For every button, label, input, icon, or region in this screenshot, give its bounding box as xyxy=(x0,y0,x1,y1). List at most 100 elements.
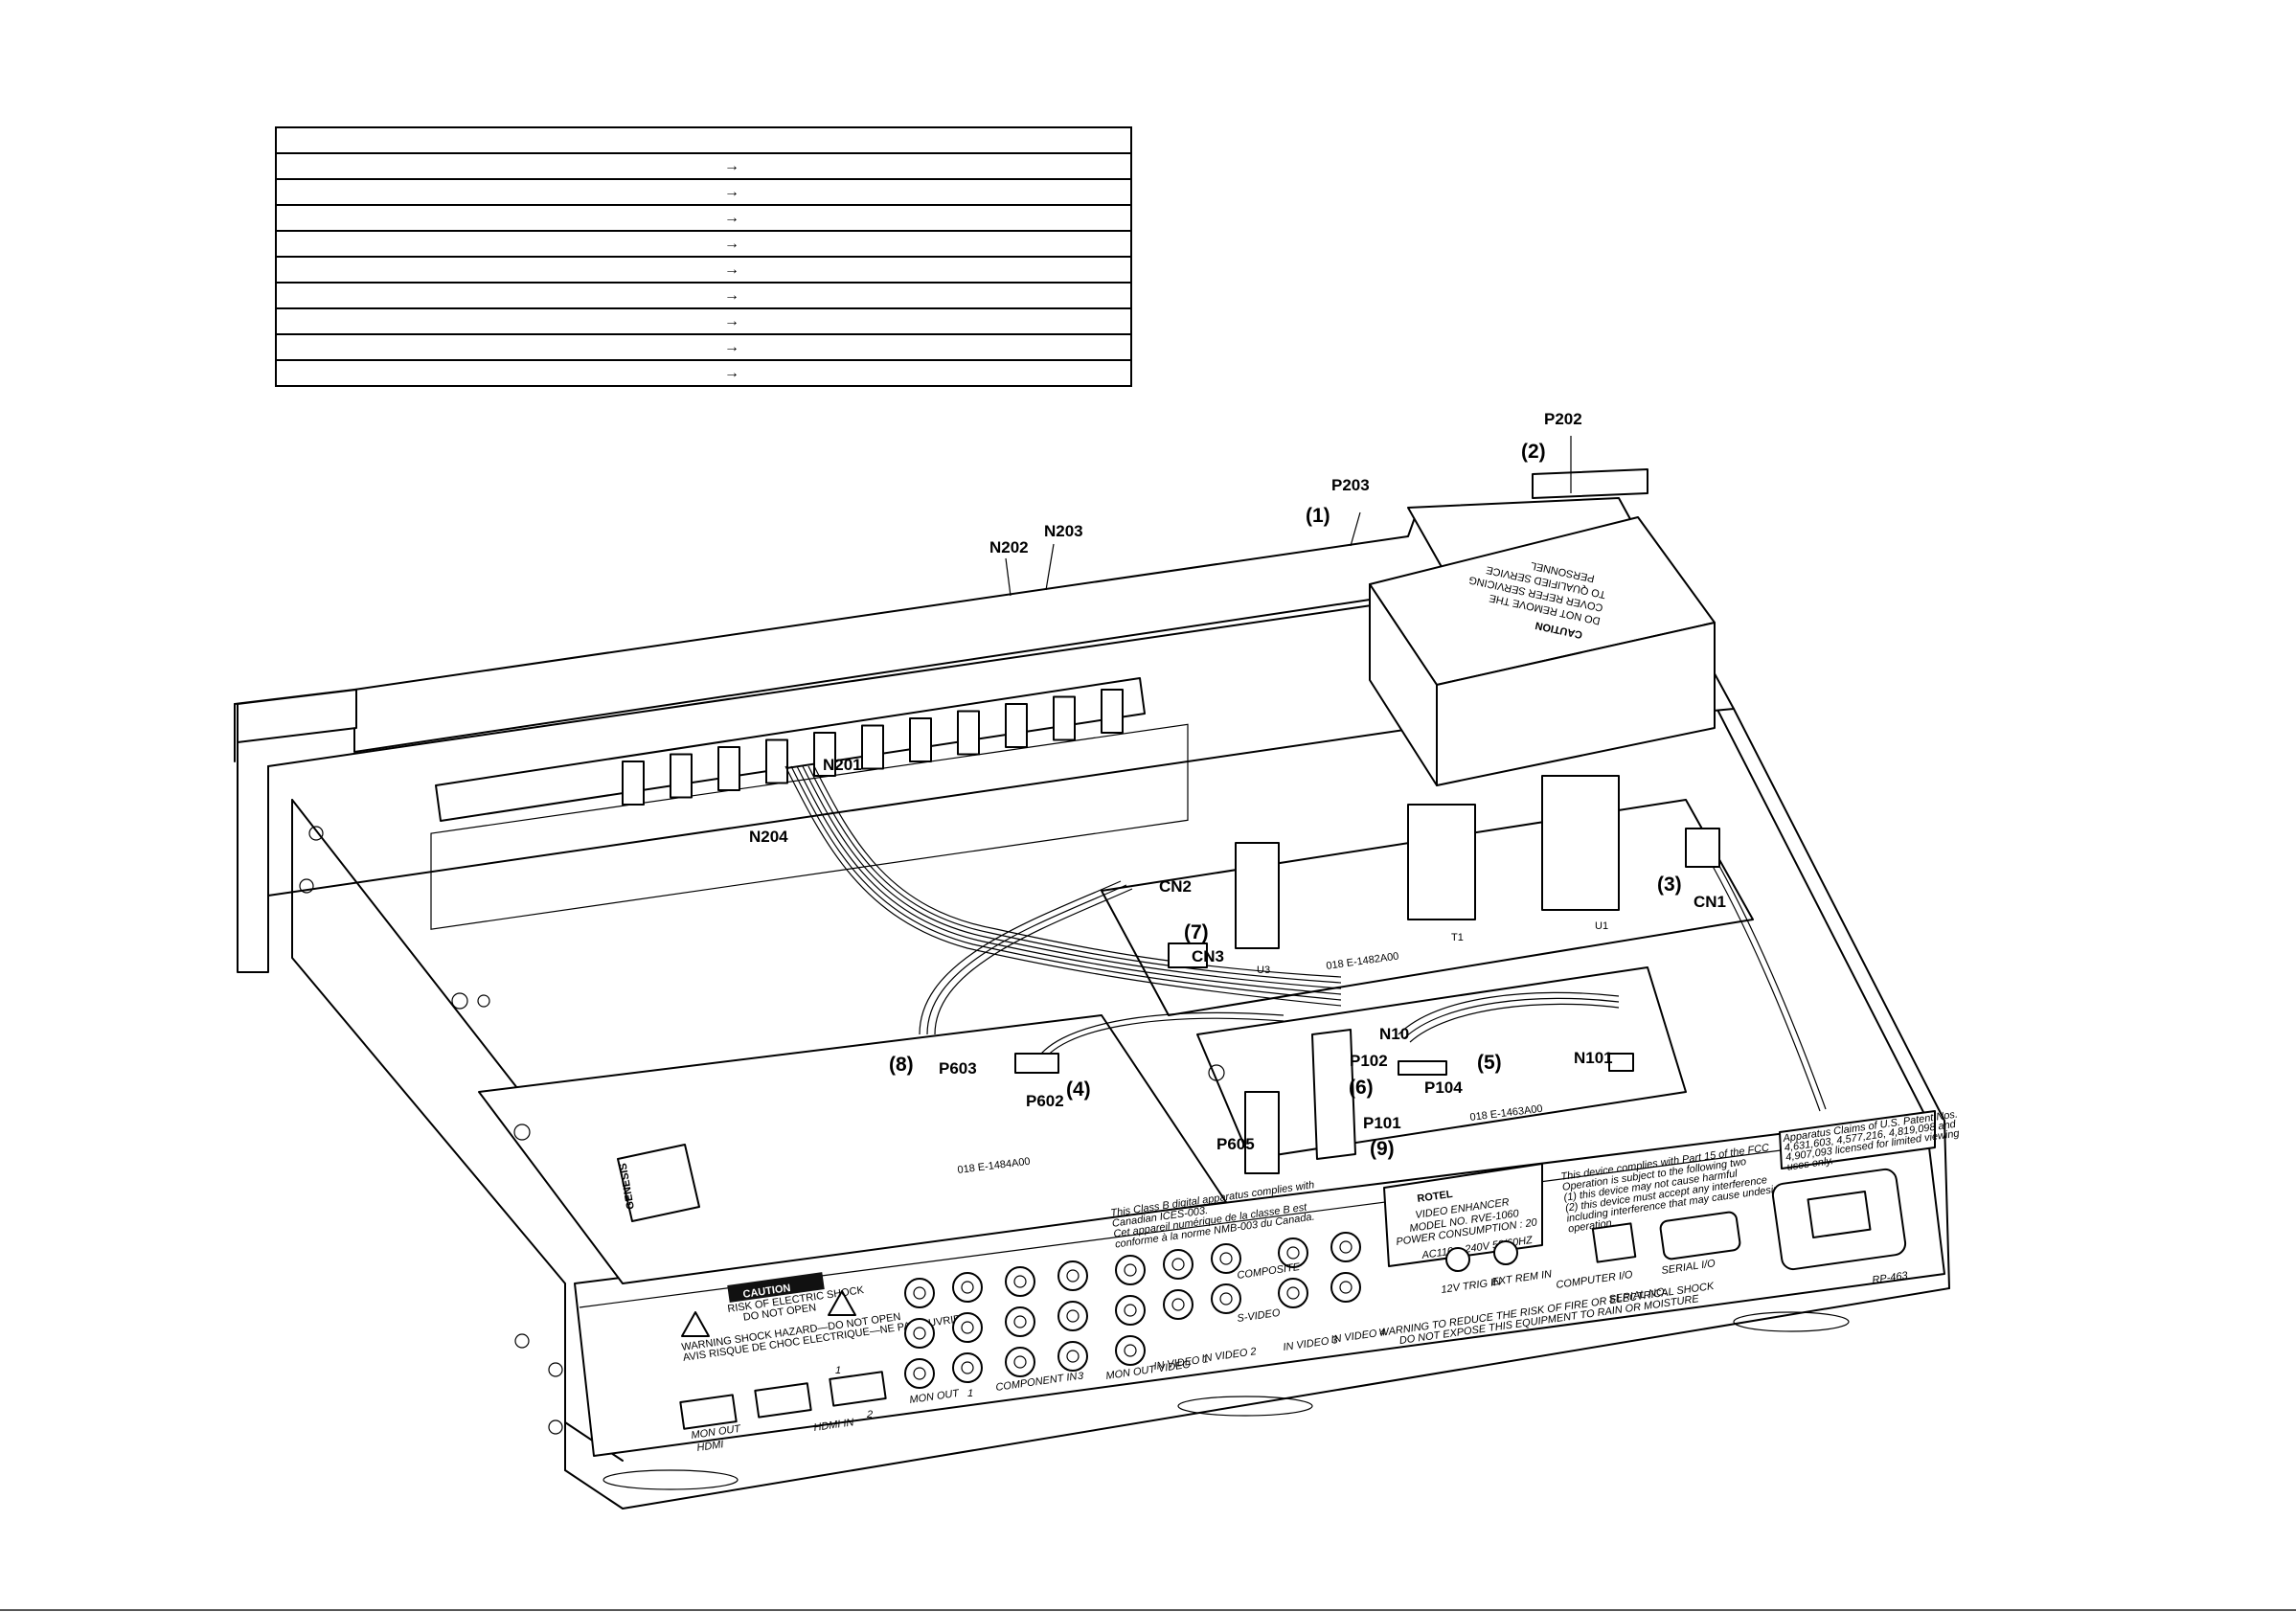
wiring-table-cell-from xyxy=(276,283,717,309)
callout-p202: P202 xyxy=(1544,410,1582,428)
rca-jack xyxy=(1163,1249,1193,1280)
hdmi-mon-out-port xyxy=(679,1394,738,1430)
transformer: CAUTION DO NOT REMOVE THE COVER REFER SE… xyxy=(1369,468,1735,786)
rca-jack xyxy=(1115,1335,1146,1366)
rca-jack xyxy=(1057,1301,1088,1331)
rca-jack-center xyxy=(1124,1344,1137,1357)
callout-p603: P603 xyxy=(939,1059,977,1078)
callout-cn2: CN2 xyxy=(1159,877,1192,896)
board-socket xyxy=(957,710,980,756)
wiring-table-cell-to xyxy=(746,205,1131,232)
rca-jack xyxy=(1211,1243,1241,1274)
board-socket xyxy=(813,732,836,777)
wiring-table-cell-to xyxy=(746,334,1131,361)
rca-jack xyxy=(1005,1306,1035,1337)
wiring-table-cell-arrow: → xyxy=(717,205,746,232)
rca-jack xyxy=(904,1278,935,1308)
callout-p104: P104 xyxy=(1424,1078,1463,1097)
wiring-table-cell-from xyxy=(276,257,717,284)
t1-label: T1 xyxy=(1451,932,1464,943)
leader-lines xyxy=(1005,436,1572,597)
callout-1: (1) xyxy=(1306,505,1330,527)
board-socket xyxy=(717,746,740,791)
callout-n10: N10 xyxy=(1379,1025,1409,1043)
callout-4: (4) xyxy=(1066,1078,1091,1101)
callout-labels: P202 (2) P203 (1) N203 N202 N201 N204 CN… xyxy=(749,410,1726,1160)
board-socket xyxy=(622,761,645,806)
callout-cn3: CN3 xyxy=(1192,947,1224,965)
wiring-table-cell-to xyxy=(746,231,1131,258)
wiring-table-cell-to xyxy=(746,283,1131,309)
wiring-table-cell-arrow: → xyxy=(717,308,746,335)
wiring-table-cell-to xyxy=(746,257,1131,284)
callout-9: (9) xyxy=(1370,1138,1395,1160)
hdmi-in-label: HDMI IN xyxy=(813,1417,854,1434)
trig-jack xyxy=(1445,1247,1470,1272)
u1-label: U1 xyxy=(1595,920,1608,932)
hdmi-label: HDMI xyxy=(696,1439,725,1454)
rca-jack xyxy=(904,1318,935,1349)
wiring-table-cell-to xyxy=(746,360,1131,387)
board-socket xyxy=(1005,703,1028,748)
callout-2: (2) xyxy=(1521,441,1546,463)
wiring-table-row: → xyxy=(276,308,1131,335)
board-socket xyxy=(1053,695,1076,741)
callout-3: (3) xyxy=(1657,874,1682,896)
rca-jack-center xyxy=(1066,1309,1080,1323)
rca-jack xyxy=(1057,1341,1088,1372)
wiring-table-cell-from xyxy=(276,308,717,335)
u3-label: U3 xyxy=(1257,965,1270,976)
rca-jack xyxy=(904,1358,935,1389)
callout-p203: P203 xyxy=(1331,476,1370,494)
rca-jack-center xyxy=(1171,1258,1185,1271)
callout-n201: N201 xyxy=(823,756,862,774)
board-socket xyxy=(670,753,693,799)
wiring-table-row: → xyxy=(276,231,1131,258)
callout-p102: P102 xyxy=(1350,1052,1388,1070)
rca-jack-center xyxy=(961,1281,974,1294)
rca-jack xyxy=(1278,1278,1308,1308)
wiring-table-header xyxy=(276,127,1131,154)
board-socket xyxy=(861,724,884,770)
rca-jack-center xyxy=(961,1361,974,1374)
board-socket xyxy=(765,738,788,784)
wiring-table-cell-arrow: → xyxy=(717,257,746,284)
rca-jack-center xyxy=(913,1286,926,1300)
wiring-table-body: →→→→→→→→→ xyxy=(276,127,1131,387)
wiring-table-row: → xyxy=(276,257,1131,284)
wiring-table-cell-from xyxy=(276,334,717,361)
hdmi-in-2-label: 2 xyxy=(866,1409,873,1420)
wiring-table-cell-to xyxy=(746,153,1131,180)
wiring-table-row: → xyxy=(276,205,1131,232)
power-board: U3 T1 U1 018 E-1482A00 xyxy=(1101,775,1754,1016)
callout-n204: N204 xyxy=(749,828,788,846)
rca-jack-center xyxy=(1124,1263,1137,1277)
wiring-table-cell-to xyxy=(746,179,1131,206)
rca-jack-center xyxy=(913,1327,926,1340)
caution-triangle-icon xyxy=(828,1290,856,1316)
rca-jack-center xyxy=(1339,1281,1353,1294)
rca-jack xyxy=(1005,1347,1035,1377)
wiring-table-cell-from xyxy=(276,360,717,387)
rca-jack-center xyxy=(1013,1275,1027,1288)
shock-warning-icon xyxy=(681,1311,710,1337)
wiring-table-cell-arrow: → xyxy=(717,179,746,206)
rca-jack xyxy=(1163,1289,1193,1320)
rca-jack xyxy=(1005,1266,1035,1297)
page-bottom-rule xyxy=(0,1609,2296,1611)
rca-jack xyxy=(1278,1237,1308,1268)
ext-rem-jack xyxy=(1493,1240,1518,1265)
hdmi-in-1-label: 1 xyxy=(835,1365,841,1376)
wiring-table-cell-arrow: → xyxy=(717,231,746,258)
rca-jack xyxy=(1115,1295,1146,1326)
rca-jack-center xyxy=(1171,1298,1185,1311)
part-number-label: RP-463 xyxy=(1872,1270,1909,1286)
rear-brand-label: ROTEL xyxy=(1417,1189,1454,1205)
rca-jack xyxy=(952,1352,983,1383)
rca-jack xyxy=(952,1272,983,1303)
rca-jack-center xyxy=(1066,1269,1080,1283)
hdmi-in-2-port xyxy=(829,1371,887,1407)
callout-n101: N101 xyxy=(1574,1049,1613,1067)
callout-n202: N202 xyxy=(989,538,1029,556)
component-1-label: 1 xyxy=(967,1388,973,1399)
